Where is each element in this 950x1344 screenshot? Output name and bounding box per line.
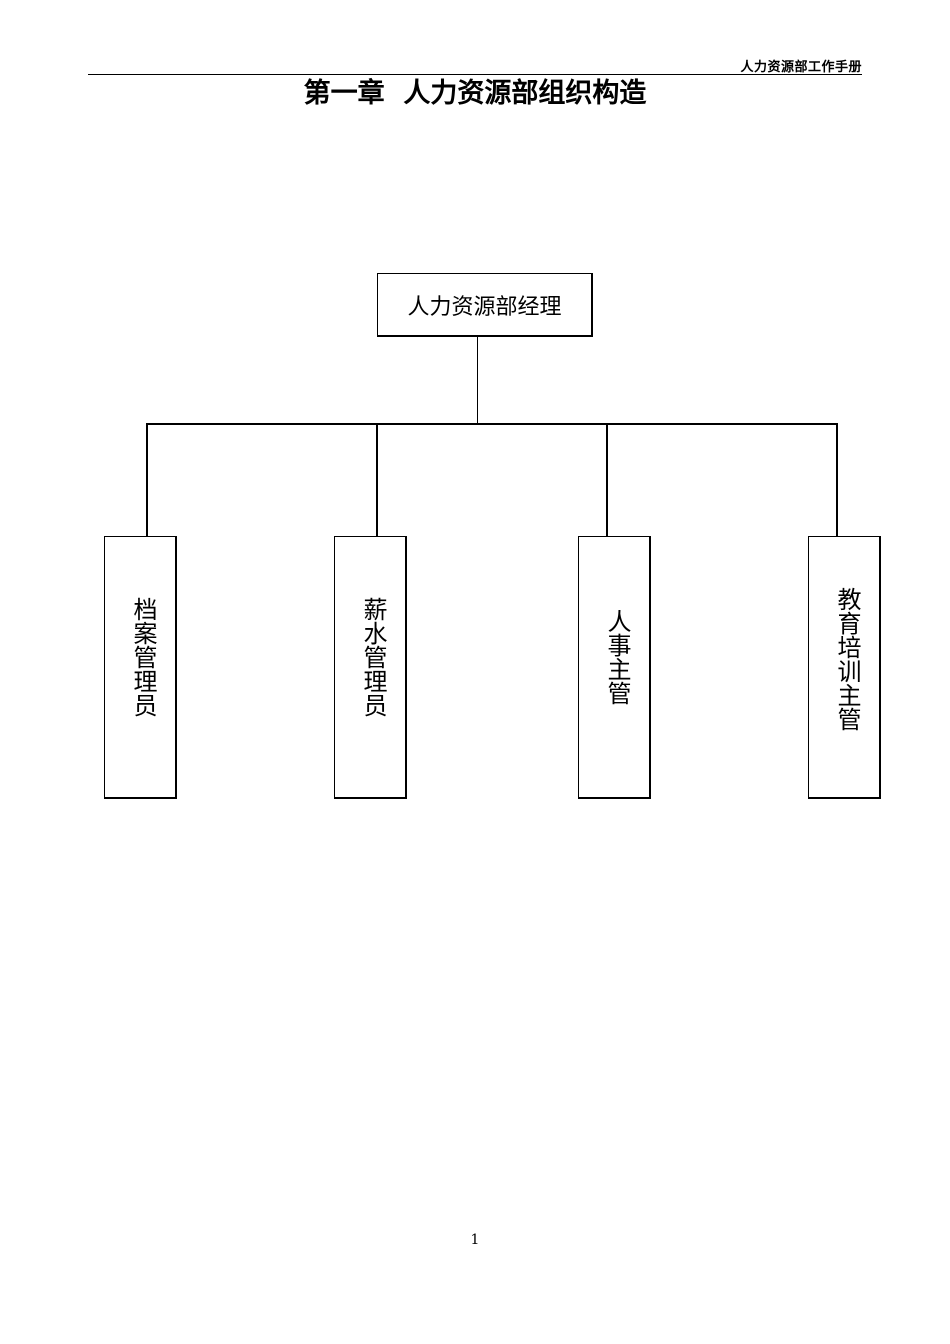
running-header: 人力资源部工作手册 xyxy=(740,60,862,75)
chapter-title: 第一章 人力资源部组织构造 xyxy=(303,78,647,109)
connector-child-2 xyxy=(376,424,378,536)
connector-child-1 xyxy=(146,424,148,536)
org-node-payroll-clerk: 薪水管理员 xyxy=(334,536,407,799)
connector-root-stem xyxy=(477,337,478,424)
org-node-label: 人事主管 xyxy=(603,609,631,705)
page-number: 1 xyxy=(470,1232,480,1248)
connector-child-3 xyxy=(606,424,608,536)
org-node-label: 教育培训主管 xyxy=(833,587,861,731)
org-node-label: 薪水管理员 xyxy=(359,597,387,717)
org-node-archives-clerk: 档案管理员 xyxy=(104,536,177,799)
connector-horizontal-bar xyxy=(146,423,838,425)
connector-child-4 xyxy=(836,424,838,536)
org-node-label: 档案管理员 xyxy=(129,597,157,717)
header-rule xyxy=(88,74,862,75)
org-node-training-supervisor: 教育培训主管 xyxy=(808,536,881,799)
org-node-root-label: 人力资源部经理 xyxy=(407,294,562,320)
org-node-personnel-supervisor: 人事主管 xyxy=(578,536,651,799)
org-node-root: 人力资源部经理 xyxy=(377,273,593,337)
